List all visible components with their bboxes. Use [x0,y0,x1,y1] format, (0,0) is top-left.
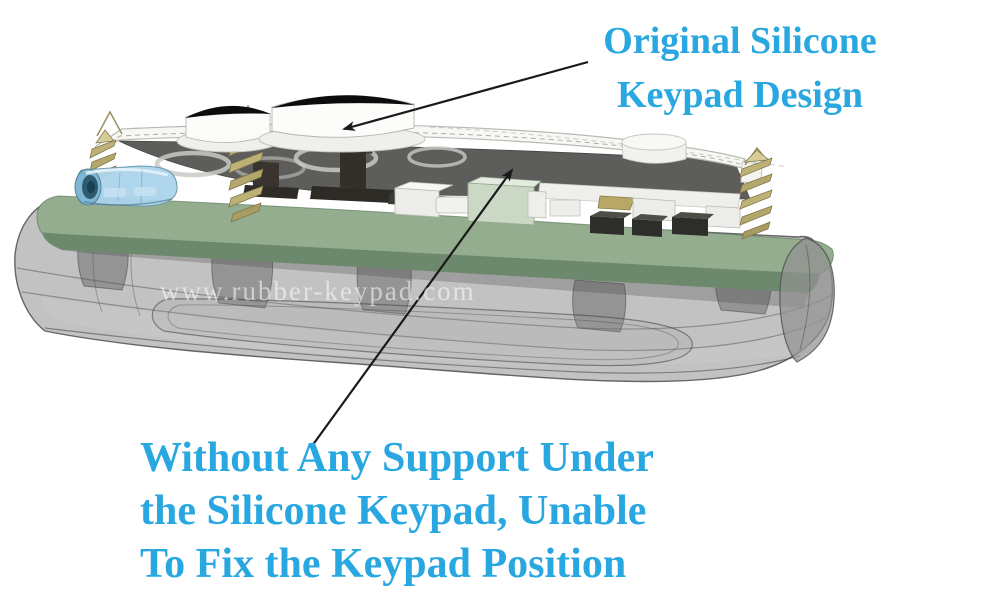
pcb-connectors [394,176,741,229]
annotation-top-line-2: Keypad Design [617,74,863,116]
dome-key-large [258,95,426,153]
annotation-top: Original Silicone Keypad Design [566,14,914,122]
self-tapping-screw-right [739,146,773,240]
annotation-arrows [311,60,589,447]
annotation-top-line-1: Original Silicone [603,20,877,62]
watermark-text: www.rubber-keypad.com [160,276,476,306]
cylinder-key [621,133,687,164]
annotation-bottom: Without Any Support Under the Silicone K… [140,432,654,591]
gold-contact-clip [597,195,635,211]
arrow-to-under-keypad [311,168,514,447]
housing-right-end-cap [779,237,835,363]
tactile-switches [590,211,714,237]
dome-key-small [176,105,280,153]
annotation-bottom-line-3: To Fix the Keypad Position [140,541,627,587]
blue-led-lens [74,165,178,207]
annotation-bottom-line-1: Without Any Support Under [140,435,654,481]
arrow-to-keypad-sheet [342,60,589,131]
annotation-bottom-line-2: the Silicone Keypad, Unable [140,488,647,534]
